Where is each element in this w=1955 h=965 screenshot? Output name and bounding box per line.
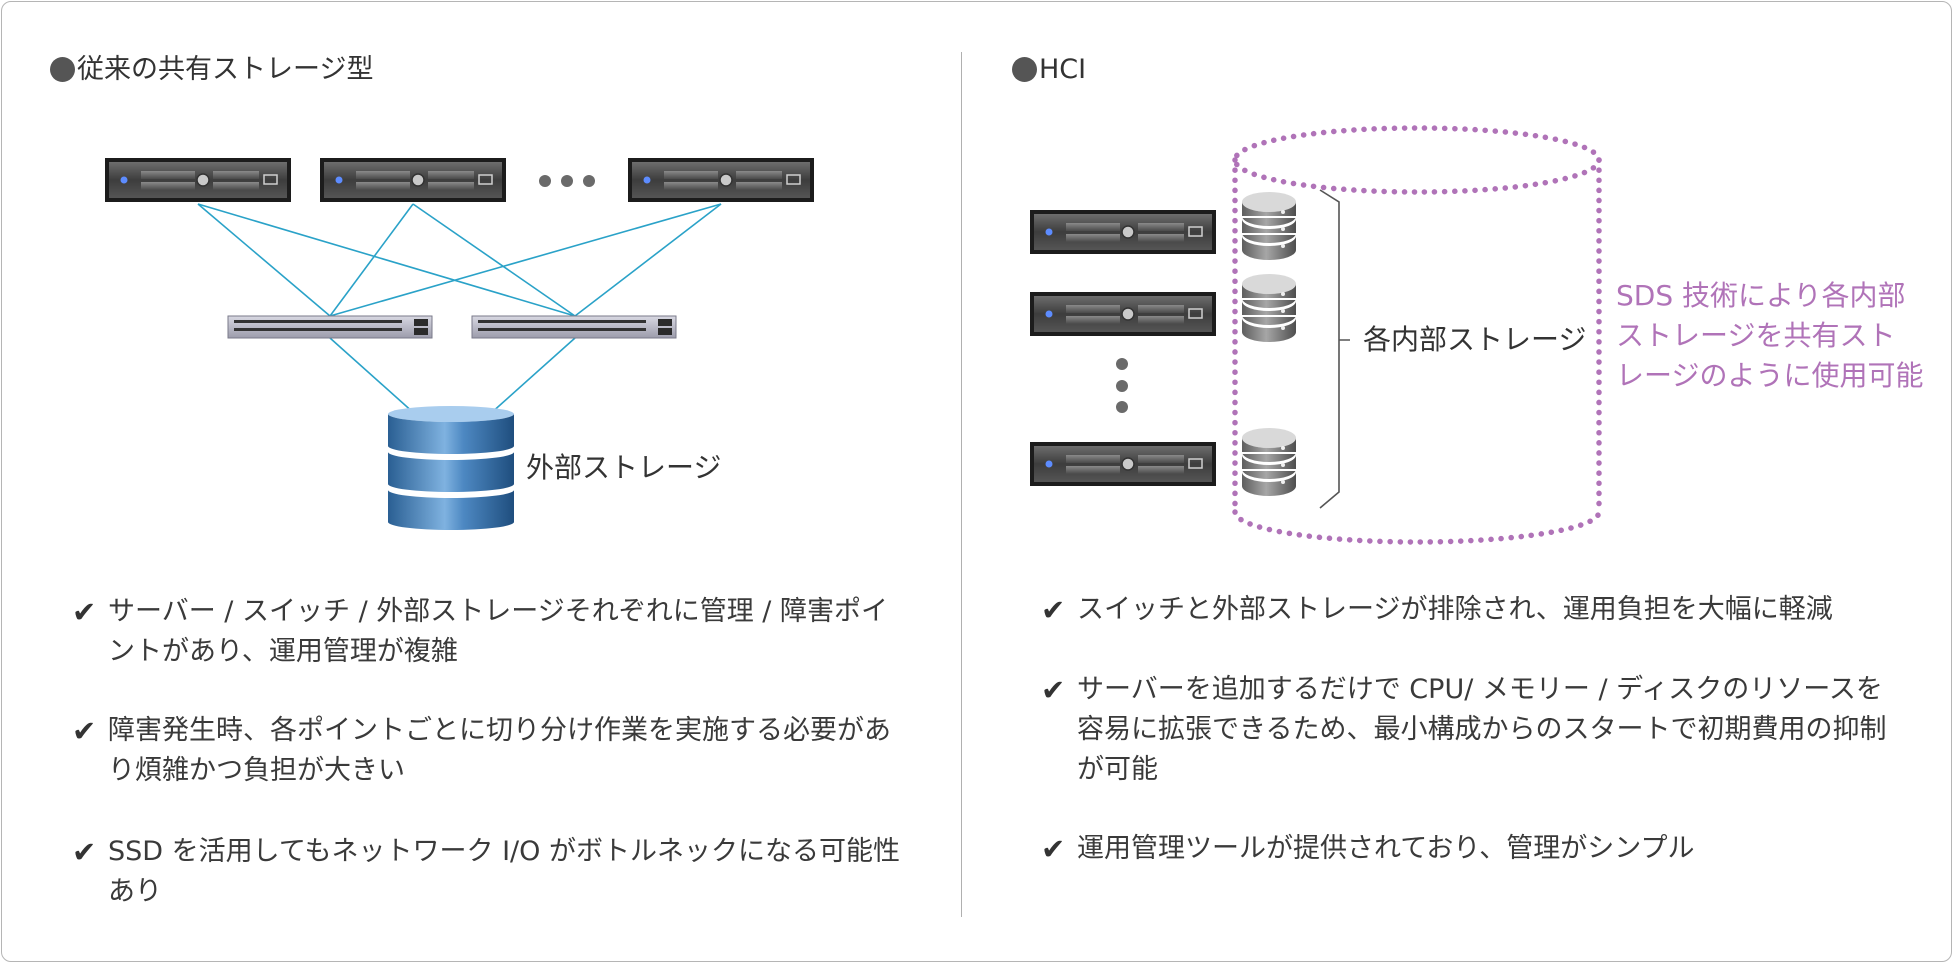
left-bullet-text: SSD を活用してもネットワーク I/O がボトルネックになる可能性あり <box>108 836 900 907</box>
check-icon: ✔ <box>72 595 97 629</box>
server-icon <box>1029 291 1217 337</box>
sds-note-line: ストレージを共有スト <box>1616 319 1896 352</box>
external-storage-icon <box>388 406 514 530</box>
server-icon <box>319 157 507 203</box>
right-bullet: ✔ スイッチと外部ストレージが排除され、運用負担を大幅に軽減 <box>1041 590 1907 630</box>
ellipsis-icon <box>1116 358 1128 413</box>
check-icon: ✔ <box>1041 593 1066 627</box>
check-icon: ✔ <box>72 835 97 869</box>
left-bullet: ✔ SSD を活用してもネットワーク I/O がボトルネックになる可能性あり <box>72 832 908 912</box>
left-heading: 従来の共有ストレージ型 <box>50 52 373 88</box>
shared-storage-pool-icon <box>1232 125 1602 545</box>
left-bullet-text: サーバー / スイッチ / 外部ストレージそれぞれに管理 / 障害ポイントがあり… <box>108 596 888 667</box>
server-icon <box>104 157 292 203</box>
sds-note-line: SDS 技術により各内部 <box>1616 279 1906 312</box>
right-bullet: ✔ サーバーを追加するだけで CPU/ メモリー / ディスクのリソースを容易に… <box>1041 670 1907 790</box>
right-bullet-text: スイッチと外部ストレージが排除され、運用負担を大幅に軽減 <box>1077 594 1833 625</box>
disk-stack-icon <box>1241 191 1297 261</box>
check-icon: ✔ <box>1041 832 1066 866</box>
panel-divider <box>961 52 962 917</box>
internal-storage-label: 各内部ストレージ <box>1363 323 1587 356</box>
server-icon <box>627 157 815 203</box>
left-bullet-text: 障害発生時、各ポイントごとに切り分け作業を実施する必要があり煩雑かつ負担が大きい <box>108 715 891 786</box>
check-icon: ✔ <box>72 714 97 748</box>
ellipsis-icon <box>539 175 595 187</box>
left-bullet: ✔ サーバー / スイッチ / 外部ストレージそれぞれに管理 / 障害ポイントが… <box>72 592 908 672</box>
right-bullet-text: 運用管理ツールが提供されており、管理がシンプル <box>1077 833 1695 864</box>
sds-note-line: レージのように使用可能 <box>1616 359 1924 392</box>
bullet-dot-icon <box>1012 57 1037 82</box>
server-icon <box>1029 209 1217 255</box>
right-bullet-text: サーバーを追加するだけで CPU/ メモリー / ディスクのリソースを容易に拡張… <box>1077 674 1887 785</box>
sds-note: SDS 技術により各内部 ストレージを共有スト レージのように使用可能 <box>1616 276 1923 396</box>
right-bullet: ✔ 運用管理ツールが提供されており、管理がシンプル <box>1041 829 1907 869</box>
bullet-dot-icon <box>50 57 75 82</box>
bracket-line <box>1319 189 1350 509</box>
left-bullet: ✔ 障害発生時、各ポイントごとに切り分け作業を実施する必要があり煩雑かつ負担が大… <box>72 711 908 791</box>
network-links <box>197 203 722 415</box>
server-icon <box>1029 441 1217 487</box>
right-heading: HCI <box>1012 52 1086 88</box>
disk-stack-icon <box>1241 273 1297 343</box>
switch-icon <box>227 315 433 339</box>
switch-icon <box>471 315 677 339</box>
external-storage-label: 外部ストレージ <box>526 451 722 484</box>
left-heading-text: 従来の共有ストレージ型 <box>77 54 374 85</box>
right-heading-text: HCI <box>1039 54 1087 85</box>
disk-stack-icon <box>1241 427 1297 497</box>
check-icon: ✔ <box>1041 673 1066 707</box>
